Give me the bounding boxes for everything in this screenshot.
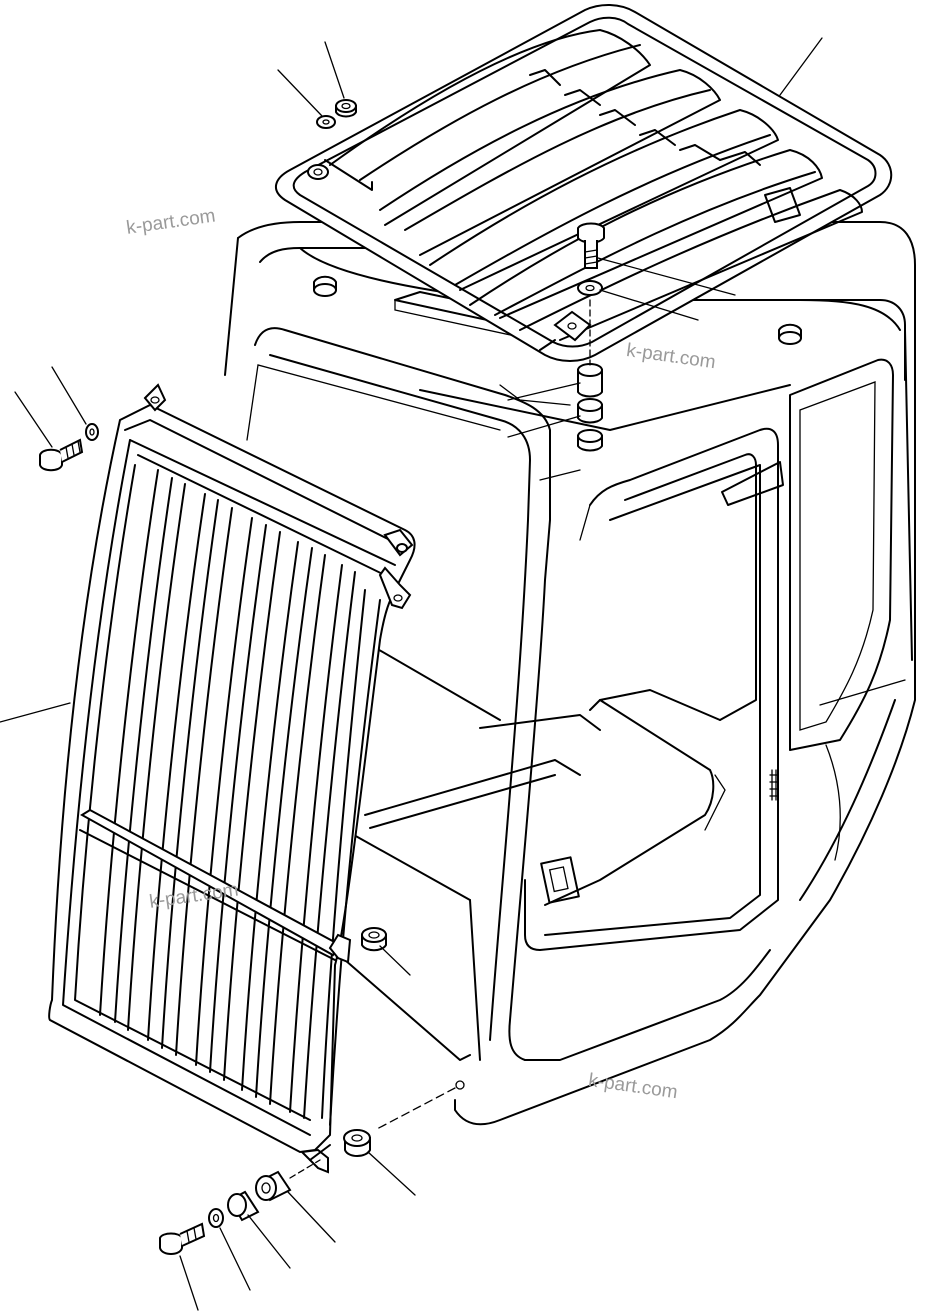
front-guard-top-ear xyxy=(143,383,414,610)
lower-bolt-stack xyxy=(159,1159,321,1255)
top-guard xyxy=(275,4,893,362)
guard-mount-ear xyxy=(307,164,329,180)
leader-lines xyxy=(0,37,823,1311)
front-guard xyxy=(48,383,416,1174)
lower-spacer xyxy=(343,1080,465,1157)
top-guard-bolt-stack xyxy=(577,222,605,452)
front-guard-upper-bolt xyxy=(39,423,99,472)
roof-mount-boss xyxy=(313,275,337,297)
top-guard-nut-pair xyxy=(316,99,357,129)
roof-mount-boss xyxy=(778,323,802,345)
side-clip-nut xyxy=(361,927,387,952)
operator-cab xyxy=(224,221,916,1126)
